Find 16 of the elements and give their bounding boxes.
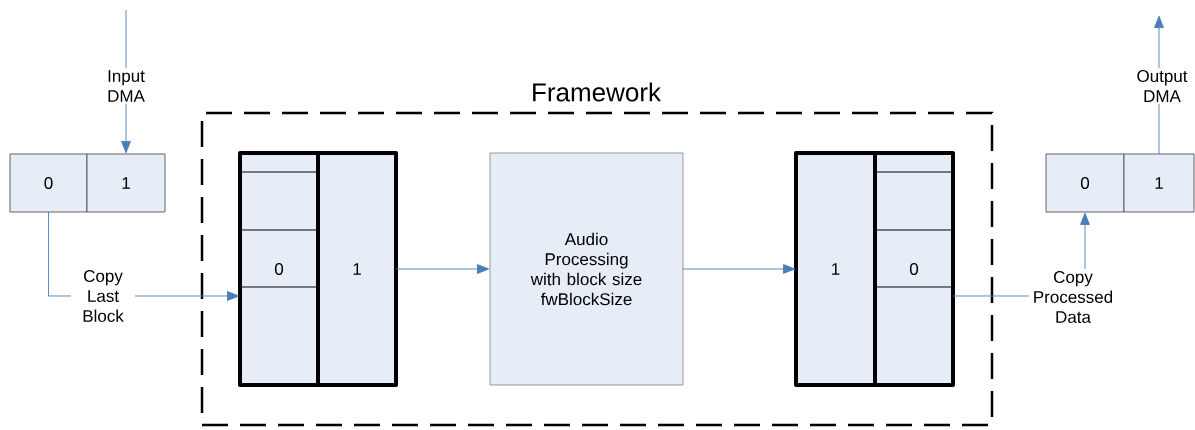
edge-label: Copy Processed Data xyxy=(1029,268,1117,325)
edge-label: Copy Last Block xyxy=(71,267,135,324)
arrow xyxy=(395,264,490,274)
buffer-slot: 0 xyxy=(873,151,955,387)
process-box: Audio Processing with block size fwBlockSize xyxy=(489,152,684,386)
edge-label: Output DMA xyxy=(1130,68,1194,104)
buffer-cell: 0 xyxy=(1045,153,1125,213)
buffer-slot: 0 xyxy=(238,151,320,387)
buffer-cell: 0 xyxy=(9,153,88,213)
buffer-slot: 1 xyxy=(316,151,398,387)
edge-label: Input DMA xyxy=(94,68,158,104)
buffer-cell: 1 xyxy=(1123,153,1195,213)
arrow xyxy=(682,264,796,274)
buffer-slot: 1 xyxy=(794,151,877,387)
node-label: Framework xyxy=(533,82,662,102)
buffer-cell: 1 xyxy=(86,153,166,213)
